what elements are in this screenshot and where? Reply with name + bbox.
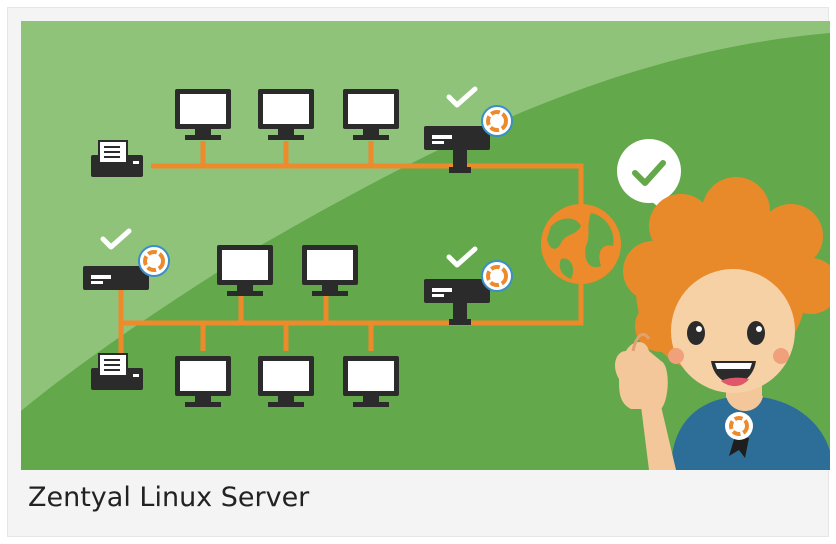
video-title[interactable]: Zentyal Linux Server (28, 482, 310, 513)
server-icon (83, 266, 149, 290)
badge-icon (137, 244, 171, 278)
video-thumbnail[interactable] (21, 21, 830, 470)
character-illustration (615, 177, 830, 470)
server-icon (424, 126, 490, 173)
globe-icon (541, 204, 621, 284)
server-icon (424, 279, 490, 325)
badge-icon (480, 259, 514, 293)
badge-icon (480, 104, 514, 138)
video-card[interactable]: Zentyal Linux Server (7, 7, 830, 537)
